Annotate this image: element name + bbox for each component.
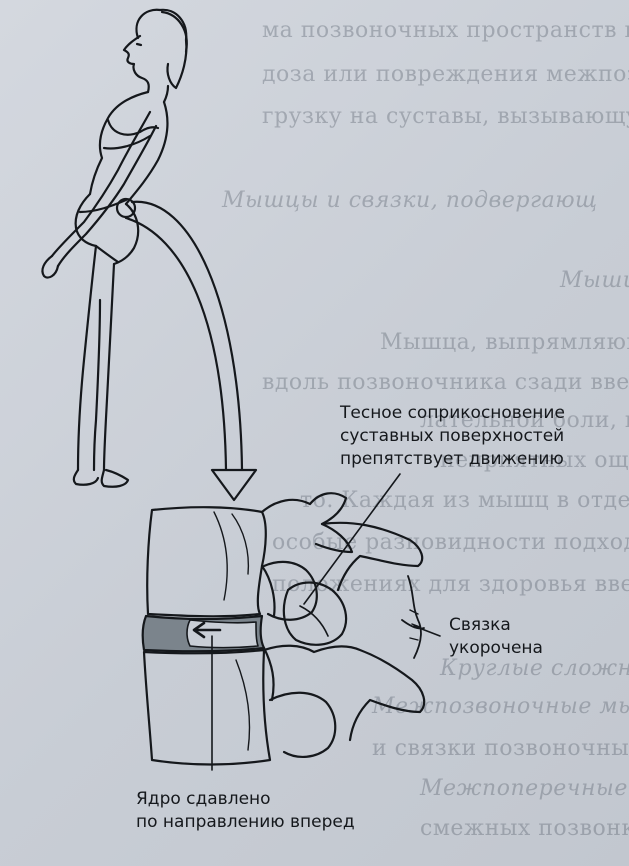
lower-process (268, 691, 337, 758)
nucleus-label-line-2: по направлению вперед (136, 812, 355, 832)
upper-spinous-process (320, 521, 424, 592)
nucleus-arrow-head (192, 621, 206, 639)
bg-text-line: то. Каждая из мышц в отдельности сжи (300, 488, 629, 513)
bg-text-line: лательной боли, и заметит диа (420, 408, 629, 433)
bg-text-line: особые разновидности подходящих (272, 530, 629, 555)
contact-label-line-1: Тесное соприкосновение (340, 403, 565, 423)
upper-vertebral-body (146, 506, 267, 618)
joint-line (299, 605, 329, 637)
ligament-fibres (409, 609, 421, 641)
hair-back (160, 10, 188, 54)
pedicle (260, 564, 276, 702)
standing-woman-figure (41, 8, 188, 488)
nucleus (186, 619, 259, 649)
front-leg (76, 244, 98, 472)
contact-label: Тесное соприкосновение суставных поверхн… (340, 402, 565, 471)
contact-label-line-2: суставных поверхностей (340, 426, 565, 446)
bg-text-line: ма позвоночных пространств вслед (262, 18, 629, 43)
bra (102, 118, 160, 150)
vertebrae-detail (141, 492, 426, 766)
face-profile (122, 34, 150, 94)
forearm (56, 124, 158, 268)
hand (41, 254, 60, 279)
back-curve (124, 100, 169, 206)
neck (162, 84, 170, 104)
inner-leg (92, 298, 102, 472)
upper-facet (262, 560, 318, 621)
buttocks (112, 202, 140, 266)
contact-facet (282, 581, 348, 646)
contact-label-line-3: препятствует движению (340, 449, 564, 469)
ligament-label-line-1: Связка (449, 615, 511, 635)
front-foot (72, 468, 100, 486)
bg-text-line: Межпозвоночные мышцы (372, 694, 629, 719)
zoom-arrow (124, 200, 258, 502)
nucleus-label: Ядро сдавлено по направлению вперед (136, 788, 355, 834)
bg-text-line: положениях для здоровья вверх (272, 572, 629, 597)
bg-text-line: Круглые сложно и лениво (440, 656, 629, 681)
bg-text-line: и связки позвоночных отростков (372, 736, 629, 761)
bg-text-line: грузку на суставы, вызывающую бол (262, 104, 629, 129)
bg-text-line: Мышцы (560, 268, 629, 293)
belly (74, 192, 98, 248)
back-foot (100, 468, 130, 488)
arrow-head (210, 468, 258, 502)
contact-leader (303, 473, 401, 605)
shortened-ligament (401, 575, 425, 659)
ligament-leader (413, 625, 441, 637)
lower-body-texture (235, 659, 251, 751)
back-leg (102, 262, 116, 472)
ligament-label-line-2: укорочена (449, 638, 543, 658)
bg-text-line: Мышцы и связки, подвергающ (222, 188, 598, 213)
nucleus-label-line-1: Ядро сдавлено (136, 789, 271, 809)
bg-text-line: смежных позвонков (420, 816, 629, 841)
upper-arch (260, 492, 354, 554)
upper-body-texture (213, 511, 250, 601)
bg-text-line: неприятных ощущений со стороны т (440, 448, 629, 473)
bg-text-line: вдоль позвоночника сзади вверх. В (262, 370, 629, 395)
lower-vertebral-body (142, 648, 272, 766)
eye (135, 42, 143, 47)
lower-arch (262, 644, 426, 742)
bg-text-line: доза или повреждения межпозвоноч (262, 62, 629, 87)
ligament-label: Связка укорочена (449, 614, 543, 660)
bg-text-line: Мышца, выпрямляющая туловищ (380, 330, 629, 355)
bg-text-line: Межпоперечные мышцы (420, 776, 629, 801)
briefs (78, 198, 128, 264)
torso-front (88, 90, 150, 196)
upper-arm (50, 110, 152, 258)
